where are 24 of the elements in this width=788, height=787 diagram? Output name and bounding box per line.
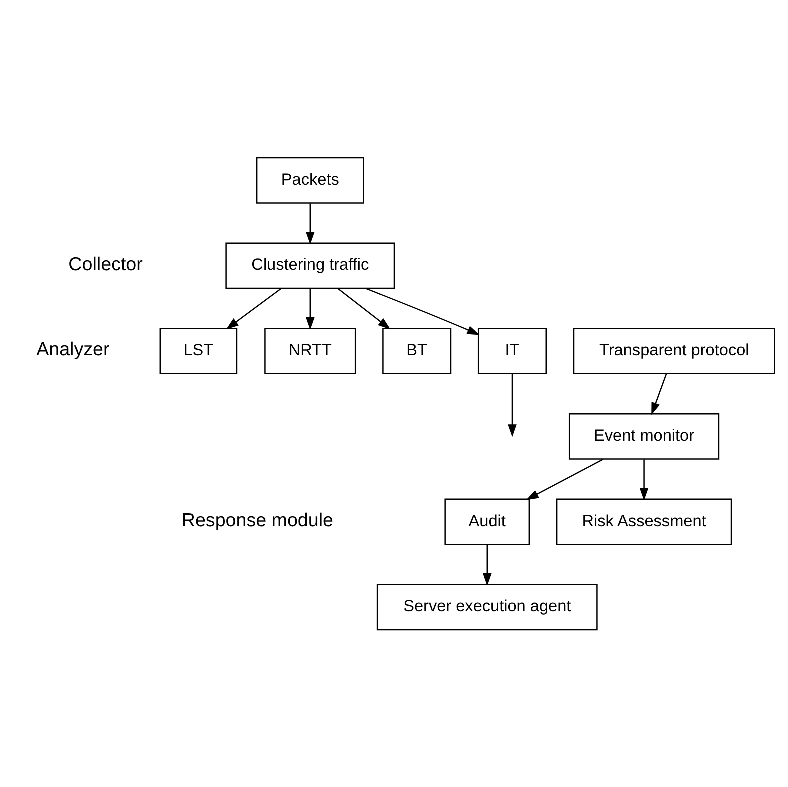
node-box: BT xyxy=(382,328,452,374)
node-box: LST xyxy=(159,328,238,374)
arrow xyxy=(639,459,648,500)
arrow xyxy=(482,544,492,586)
node-box: NRTT xyxy=(264,328,356,374)
arrow xyxy=(651,374,667,415)
node-box: Transparent protocol xyxy=(572,328,775,374)
arrow xyxy=(306,203,314,244)
node-box: Packets xyxy=(256,156,364,204)
node-box: Event monitor xyxy=(568,412,720,460)
label: Collector xyxy=(68,252,142,274)
arrow xyxy=(306,288,314,330)
node-box: Audit xyxy=(444,498,530,545)
node-box: IT xyxy=(477,328,546,374)
node-box: Risk Assessment xyxy=(556,498,732,545)
arrow xyxy=(508,374,516,437)
arrow xyxy=(526,458,604,500)
node-box: Server execution agent xyxy=(376,584,598,630)
arrow xyxy=(226,288,281,330)
node-box: Clustering traffic xyxy=(225,242,395,289)
label: Response module xyxy=(181,508,334,530)
label: Analyzer xyxy=(36,338,110,360)
arrow xyxy=(338,288,390,330)
arrow xyxy=(364,288,480,335)
